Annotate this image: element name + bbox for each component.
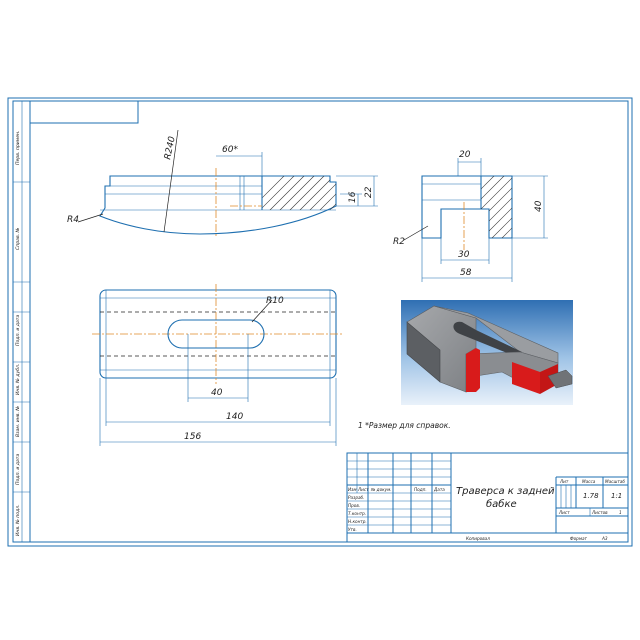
dim-58: 58 [460,268,472,278]
dim-30: 30 [458,250,470,260]
tb-format-value: А3 [601,536,608,541]
tb-col-doc: № докум. [370,487,392,492]
outer-frame [7,97,633,547]
dim-22: 22 [364,186,374,198]
tb-lit-label: Лит [559,479,569,484]
side-stamp-4: Взам. инв. № [15,406,21,437]
tb-title-line1: Траверса к задней [456,486,555,497]
top-view-slot [167,319,265,349]
side-stamp-6: Инв. № подл. [15,504,21,536]
dim-angle-60: 60* [222,145,238,155]
dim-156: 156 [184,432,201,442]
dim-r10: R10 [266,296,284,306]
dim-40-side: 40 [534,200,544,212]
tb-role-2: Т.контр. [348,511,366,516]
tb-col-list: Лист [357,487,369,492]
dim-r2: R2 [393,237,405,247]
top-view: R10 40 140 156 [92,284,344,446]
tb-role-4: Утв. [348,527,357,532]
front-view: R240 60* 16 22 R4 [67,129,378,236]
tb-mass-label: Масса [582,479,596,484]
side-view-outline [421,175,513,239]
side-stamp-1: Справ. № [15,227,21,250]
dim-140: 140 [226,412,243,422]
isometric-view [401,300,573,405]
dim-20: 20 [459,150,471,160]
tb-copied: Копировал [466,536,490,541]
tb-sheets-label: Листов [591,510,608,515]
side-stamp-2: Подп. и дата [15,315,21,346]
tb-role-0: Разраб. [348,495,364,500]
front-view-outline [99,175,337,235]
section-face-right [512,362,540,394]
tb-scale-value: 1:1 [611,492,622,500]
reference-note: 1 *Размер для справок. [358,421,451,430]
tb-col-izm: Изм [348,487,357,492]
dim-r240: R240 [163,135,178,160]
dim-16: 16 [348,191,358,203]
tb-mass-value: 1.78 [583,492,599,500]
tb-format-label: Формат [570,536,588,541]
title-block: Изм Лист № докум. Подп. Дата Разраб. Про… [346,452,629,543]
top-left-stamp-box [29,101,139,124]
tb-sheet-label: Лист [558,510,570,515]
side-stamp-strip: Перв. примен. Справ. № Подп. и дата Инв.… [12,100,31,543]
side-view: 20 40 30 58 R2 [393,150,548,282]
side-stamp-5: Подп. и дата [15,454,21,485]
tb-title-line2: бабке [486,498,517,510]
tb-col-date: Дата [433,487,445,492]
section-face-left [466,348,480,392]
side-stamp-0: Перв. примен. [15,131,21,166]
tb-scale-label: Масштаб [605,479,625,484]
dim-r4: R4 [67,215,79,225]
tb-col-sign: Подп. [414,487,427,492]
dim-40-slot: 40 [211,388,223,398]
side-stamp-3: Инв. № дубл. [15,364,21,395]
side-view-hatch [481,176,512,238]
tb-sheets-value: 1 [619,510,622,515]
tb-role-3: Н.контр. [348,519,367,524]
tb-role-1: Пров. [348,503,360,508]
